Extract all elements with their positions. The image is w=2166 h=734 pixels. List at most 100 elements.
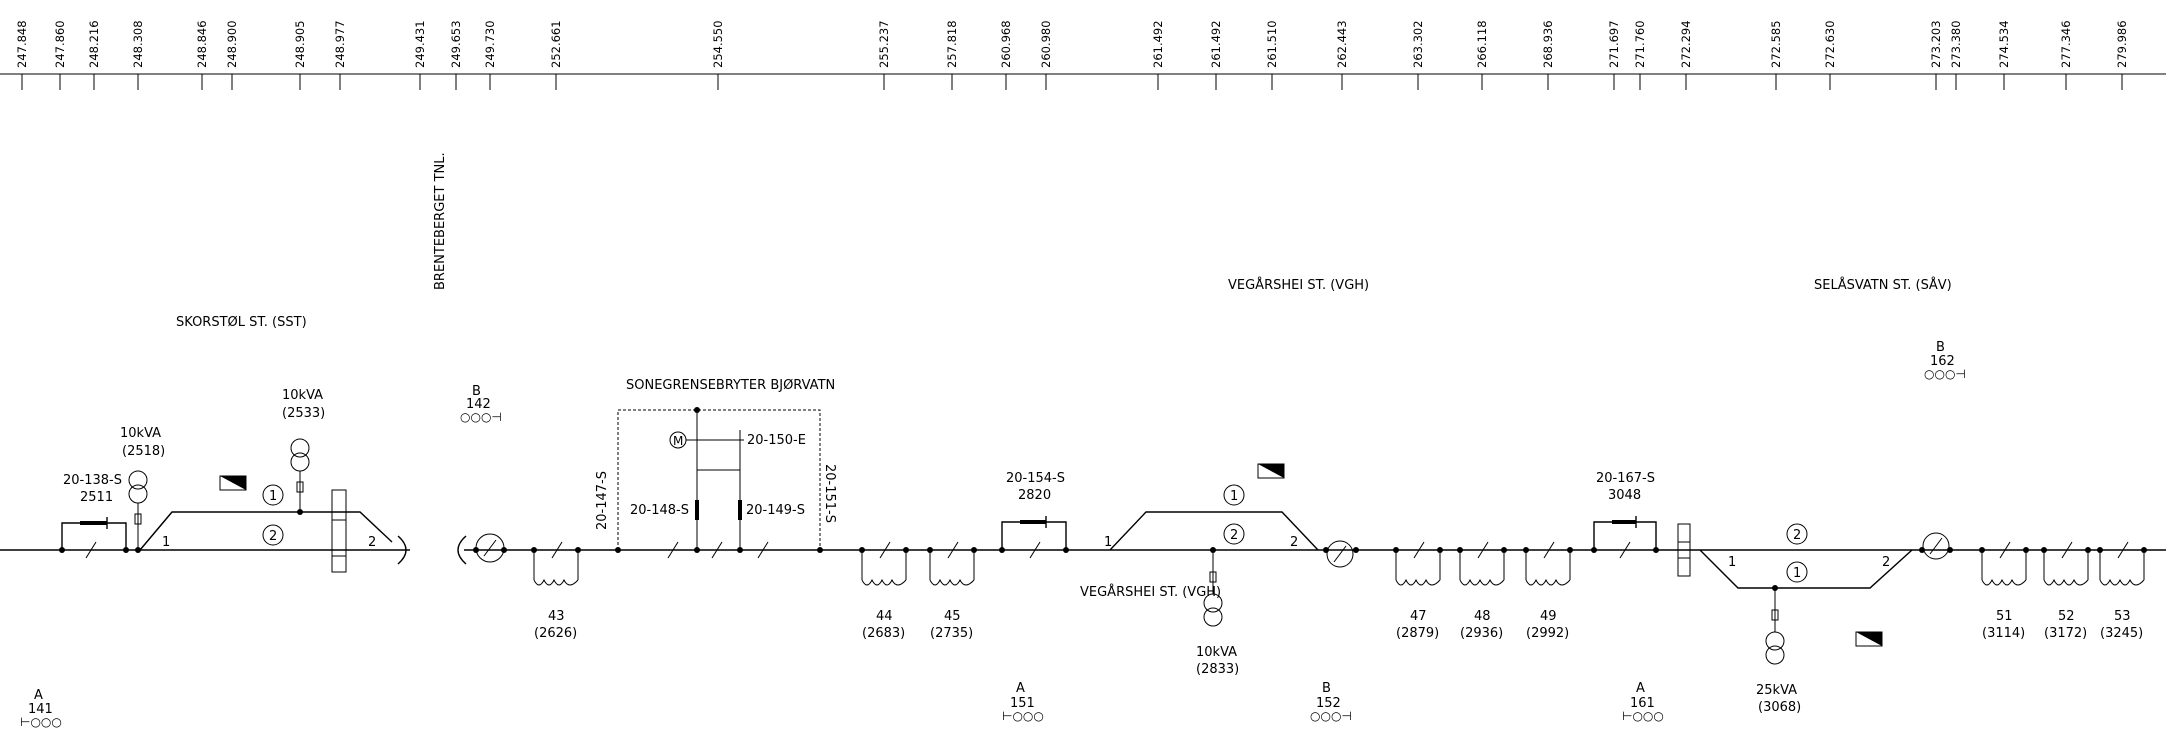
km-label: 262.443 <box>1335 20 1349 68</box>
km-label: 260.968 <box>999 20 1013 68</box>
section-number: 43 <box>548 609 565 624</box>
feeder-sections: 43 (2626) 44 (2683) 45 (2735) 47 (2879) 48(2936)… <box>531 541 2147 641</box>
svg-text:VEGÅRSHEI ST. (VGH): VEGÅRSHEI ST. (VGH) <box>1228 277 1369 293</box>
km-label: 247.860 <box>53 20 67 68</box>
km-label: 273.380 <box>1949 20 1963 68</box>
svg-text:(3068): (3068) <box>1758 700 1801 715</box>
section-code: (3114) <box>1982 626 2025 641</box>
km-label: 261.492 <box>1209 20 1223 68</box>
selasvatn-station: SELÅSVATN ST. (SÅV) 1 2 2 1 25kVA (3068) <box>1677 277 1953 715</box>
km-label: 249.431 <box>413 20 427 68</box>
svg-text:○○○⊣: ○○○⊣ <box>1924 367 1966 381</box>
skorstol-station: SKORSTØL ST. (SST) 20-138-S 2511 10kVA (… <box>59 315 393 573</box>
section-number: 48 <box>1474 609 1491 624</box>
svg-text:20-148-S: 20-148-S <box>630 503 689 518</box>
svg-text:1: 1 <box>1793 566 1801 581</box>
section-code: (2879) <box>1396 626 1439 641</box>
km-label: 248.905 <box>293 20 307 68</box>
section-code: (3172) <box>2044 626 2087 641</box>
km-label: 273.203 <box>1929 20 1943 68</box>
km-label: 274.534 <box>1997 20 2011 68</box>
section-code: (2626) <box>534 626 577 641</box>
km-label: 254.550 <box>711 20 725 68</box>
km-label: 249.653 <box>449 20 463 68</box>
feeder-section: 48(2936) <box>1457 541 1507 641</box>
svg-text:B: B <box>1322 681 1331 696</box>
svg-text:2: 2 <box>1793 528 1801 543</box>
svg-text:B: B <box>1936 340 1945 355</box>
svg-text:1: 1 <box>1104 535 1112 550</box>
transformer-kva: 10kVA <box>120 426 161 441</box>
isolator-167: 20-167-S 3048 <box>1591 471 1659 559</box>
svg-text:2: 2 <box>269 529 277 544</box>
section-number: 47 <box>1410 609 1427 624</box>
km-label: 260.980 <box>1039 20 1053 68</box>
bottom-markers: A 141 ⊢○○○ A 151 ⊢○○○ B 152 ○○○⊣ A 161 ⊢… <box>20 681 1664 729</box>
km-label: 263.302 <box>1411 20 1425 68</box>
km-label: 248.308 <box>131 20 145 68</box>
km-label: 271.697 <box>1607 20 1621 68</box>
marker-a151: A 151 ⊢○○○ <box>1002 681 1044 723</box>
marker-b142: B 142 ○○○⊣ <box>460 384 502 424</box>
svg-text:1: 1 <box>269 489 277 504</box>
svg-text:M: M <box>673 434 683 448</box>
km-label: 247.848 <box>15 20 29 68</box>
sonegrensebryter: SONEGRENSEBRYTER BJØRVATN M 20-150-E 20-… <box>595 378 837 559</box>
feeder-section: 43 (2626) <box>531 541 581 641</box>
svg-text:VEGÅRSHEI ST. (VGH): VEGÅRSHEI ST. (VGH) <box>1080 584 1221 600</box>
section-code: (2683) <box>862 626 905 641</box>
km-label: 255.237 <box>877 20 891 68</box>
svg-text:2: 2 <box>368 535 376 550</box>
svg-text:2: 2 <box>1882 555 1890 570</box>
station-label-skorstol: SKORSTØL ST. (SST) <box>176 315 307 330</box>
svg-text:SELÅSVATN ST. (SÅV): SELÅSVATN ST. (SÅV) <box>1814 277 1952 293</box>
section-number: 49 <box>1540 609 1557 624</box>
svg-text:(2533): (2533) <box>282 406 325 421</box>
marker-b162: B 162 ○○○⊣ <box>1924 340 1966 381</box>
km-label: 266.118 <box>1475 20 1489 68</box>
vegarshei-station: VEGÅRSHEI ST. (VGH) 1 2 1 2 VEGÅRSHEI ST… <box>1080 277 1369 677</box>
svg-text:1: 1 <box>1230 489 1238 504</box>
feeder-section: 53(3245) <box>2097 541 2147 641</box>
svg-text:2820: 2820 <box>1018 488 1051 503</box>
section-code: (2735) <box>930 626 973 641</box>
km-label: 277.346 <box>2059 20 2073 68</box>
svg-text:20-154-S: 20-154-S <box>1006 471 1065 486</box>
main-line: BRENTEBERGET TNL. <box>0 152 2166 565</box>
svg-text:162: 162 <box>1930 354 1955 369</box>
feeder-section: 51(3114) <box>1979 541 2029 641</box>
svg-text:20-167-S: 20-167-S <box>1596 471 1655 486</box>
svg-text:141: 141 <box>28 702 53 717</box>
km-label: 279.986 <box>2115 20 2129 68</box>
section-number: 53 <box>2114 609 2131 624</box>
switch-number: 2511 <box>80 490 113 505</box>
svg-text:161: 161 <box>1630 696 1655 711</box>
tunnel-label: BRENTEBERGET TNL. <box>433 152 448 290</box>
marker-a141: A 141 ⊢○○○ <box>20 688 62 729</box>
km-label: 248.846 <box>195 20 209 68</box>
svg-text:○○○⊣: ○○○⊣ <box>1310 709 1352 723</box>
km-label: 272.294 <box>1679 20 1693 68</box>
feeder-section: 52 (3172) <box>2041 541 2091 641</box>
svg-text:2: 2 <box>1230 528 1238 543</box>
section-code: (2992) <box>1526 626 1569 641</box>
svg-text:2: 2 <box>1290 535 1298 550</box>
svg-text:1: 1 <box>1728 555 1736 570</box>
feeder-section: 47 (2879) <box>1393 541 1443 641</box>
tunnel-portal-west <box>397 535 407 565</box>
svg-text:○○○⊣: ○○○⊣ <box>460 410 502 424</box>
section-number: 45 <box>944 609 961 624</box>
svg-text:A: A <box>1636 681 1645 696</box>
svg-text:(2833): (2833) <box>1196 662 1239 677</box>
section-number: 44 <box>876 609 893 624</box>
tunnel-portal-east <box>457 535 467 565</box>
svg-text:20-150-E: 20-150-E <box>747 433 806 448</box>
feeder-section: 45 (2735) <box>927 541 977 641</box>
section-number: 52 <box>2058 609 2075 624</box>
svg-text:⊢○○○: ⊢○○○ <box>1622 709 1664 723</box>
feeder-section: 44 (2683) <box>859 541 909 641</box>
km-label: 268.936 <box>1541 20 1555 68</box>
km-label: 272.585 <box>1769 20 1783 68</box>
